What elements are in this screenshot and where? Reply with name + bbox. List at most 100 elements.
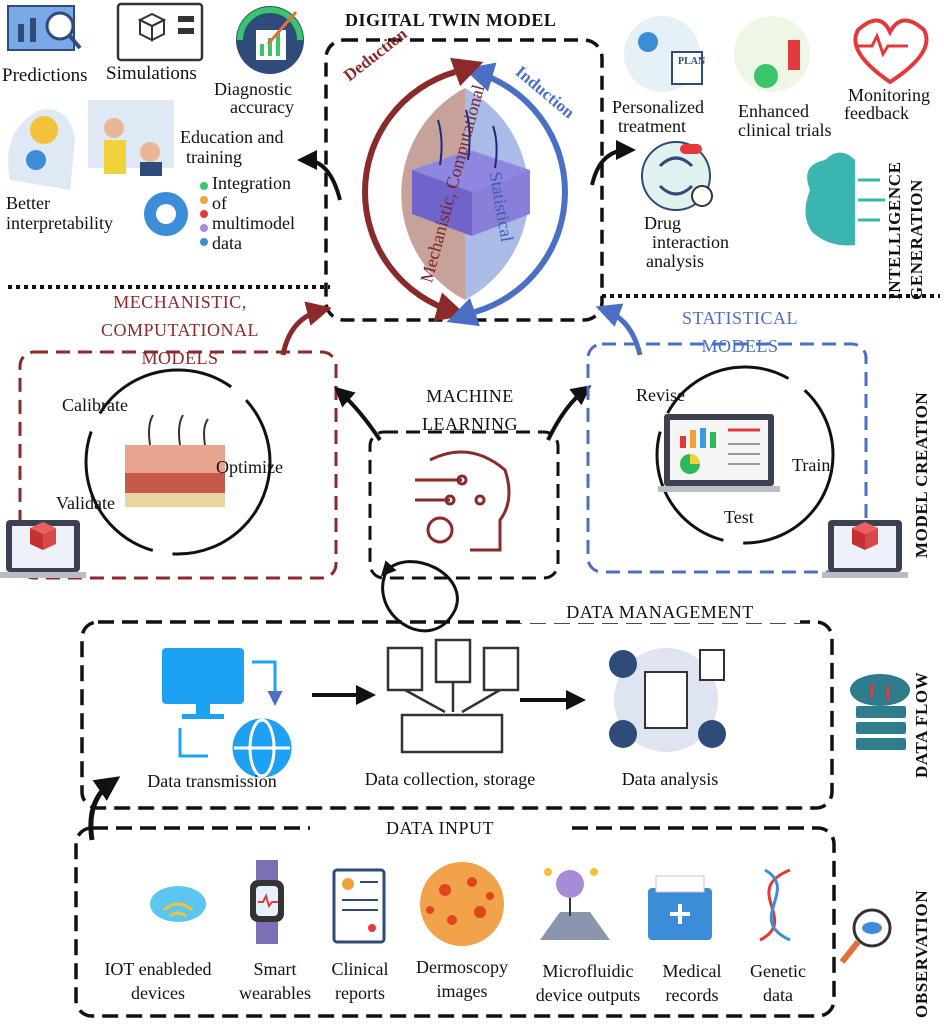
- input-item-medical-1: Medical: [662, 961, 722, 981]
- ml-title-2: LEARNING: [422, 414, 518, 434]
- monitor-icon: [162, 648, 244, 719]
- monitoring-label-1: Monitoring: [848, 85, 931, 105]
- side-label-data-flow: DATA FLOW: [912, 671, 931, 778]
- arrow-ml-to-mech: [334, 386, 382, 442]
- skin-layer-icon: [125, 414, 225, 507]
- personalized-treatment-icon: [624, 16, 703, 92]
- diagnostic-label-1: Diagnostic: [214, 79, 292, 99]
- deduction-arc: [362, 69, 467, 322]
- side-label-model-creation: MODEL CREATION: [912, 391, 931, 558]
- drug-label-3: analysis: [646, 251, 704, 271]
- integration-icon: [144, 182, 208, 246]
- trials-label-2: clinical trials: [738, 120, 832, 140]
- ml-title-1: MACHINE: [426, 386, 514, 406]
- diagnostic-accuracy-icon: [236, 6, 304, 74]
- simulations-icon: [116, 2, 204, 62]
- integration-label-2: of: [212, 193, 227, 213]
- laptop-cube-icon-left: [0, 520, 86, 578]
- integration-label-3: multimodel: [212, 213, 295, 233]
- ai-head-icon: [415, 450, 511, 552]
- data-input-title: DATA INPUT: [310, 818, 570, 839]
- revise-label: Revise: [636, 385, 685, 405]
- test-label: Test: [724, 507, 754, 527]
- clinical-trials-icon: [734, 16, 810, 92]
- digital-twin-title: DIGITAL TWIN MODEL: [345, 10, 557, 30]
- predictions-label: Predictions: [2, 65, 88, 86]
- mech-cycle: [84, 368, 272, 556]
- train-label: Train: [792, 455, 831, 475]
- dermoscopy-icon: [420, 862, 504, 946]
- input-item-dermoscopy-1: Dermoscopy: [416, 957, 508, 977]
- interpret-label-1: Better: [6, 193, 50, 213]
- trials-label-1: Enhanced: [738, 101, 809, 121]
- brain-circuit-icon: [805, 152, 885, 246]
- optimize-label: Optimize: [216, 457, 283, 477]
- integration-label-4: data: [212, 233, 242, 253]
- input-item-iot-1: IOT enableded: [104, 959, 212, 979]
- diagnostic-label-2: accuracy: [230, 97, 294, 117]
- arrow-mech-to-twin: [280, 301, 332, 356]
- stat-title-1: STATISTICAL: [681, 308, 799, 328]
- statistical-box: [586, 342, 868, 574]
- iot-icon: [150, 886, 206, 922]
- monitoring-icon: [853, 18, 929, 85]
- globe-icon: [232, 718, 292, 778]
- interpretability-icon: [8, 109, 75, 190]
- smartwatch-icon: [250, 860, 284, 944]
- drug-label-1: Drug: [644, 213, 681, 233]
- interpret-label-2: interpretability: [6, 213, 113, 233]
- input-item-medical-2: records: [665, 985, 719, 1005]
- observation-eye-icon: [839, 908, 892, 964]
- personalized-label-2: treatment: [618, 116, 686, 136]
- validate-label: Validate: [56, 493, 115, 513]
- arrow-to-left-outputs: [297, 150, 342, 201]
- stat-cycle: [655, 365, 835, 545]
- side-label-observation: OBSERVATION: [912, 889, 931, 1018]
- input-item-iot-2: devices: [131, 983, 185, 1003]
- drug-label-2: interaction: [652, 232, 729, 252]
- skin-cube-icon: [412, 109, 530, 236]
- input-item-genetic-1: Genetic: [750, 961, 806, 981]
- arrow-input-to-management: [88, 776, 121, 841]
- input-item-clinical-1: Clinical: [331, 959, 389, 979]
- arrow-to-right-outputs: [590, 140, 636, 186]
- mech-title-1: MECHANISTIC,: [113, 292, 247, 312]
- personalized-label-1: Personalized: [612, 97, 704, 117]
- simulations-label: Simulations: [106, 63, 197, 84]
- input-item-wearables-2: wearables: [239, 983, 311, 1003]
- ml-box: [368, 430, 560, 580]
- arrow-stat-to-twin: [595, 303, 643, 356]
- mech-title-3: MODELS: [141, 348, 219, 368]
- laptop-cube-icon-right: [822, 520, 908, 578]
- cloud-server-icon: [850, 674, 910, 750]
- education-label-2: training: [186, 147, 242, 167]
- side-label-intelligence: INTELLIGENCE GENERATION: [885, 161, 926, 300]
- dna-icon: [759, 868, 791, 942]
- mechanistic-box: [18, 350, 338, 580]
- input-item-genetic-2: data: [763, 985, 793, 1005]
- education-label-1: Education and: [180, 127, 284, 147]
- calibrate-label: Calibrate: [62, 395, 128, 415]
- input-item-microfluidic-1: Microfluidic: [542, 961, 634, 981]
- integration-label-1: Integration: [212, 173, 291, 193]
- laptop-chart-icon: [658, 414, 780, 492]
- drug-interaction-icon: [641, 141, 713, 211]
- induction-arc: [463, 62, 568, 315]
- file-storage-icon: [386, 638, 520, 754]
- microfluidic-icon: [540, 868, 610, 940]
- transmission-label: Data transmission: [147, 771, 277, 791]
- stat-title-2: MODELS: [701, 336, 779, 356]
- collection-label: Data collection, storage: [364, 769, 536, 789]
- data-management-title: DATA MANAGEMENT: [520, 602, 800, 623]
- mech-title-2: COMPUTATIONAL: [100, 320, 260, 340]
- data-analysis-icon: [609, 648, 726, 752]
- ml-loop: [380, 560, 459, 633]
- predictions-icon: [7, 5, 82, 51]
- analysis-label: Data analysis: [621, 769, 719, 789]
- medical-records-icon: [648, 875, 712, 940]
- data-management-box: [80, 620, 834, 810]
- clinical-report-icon: [332, 868, 386, 944]
- arrow-ml-to-stat: [546, 385, 592, 441]
- monitoring-label-2: feedback: [844, 103, 909, 123]
